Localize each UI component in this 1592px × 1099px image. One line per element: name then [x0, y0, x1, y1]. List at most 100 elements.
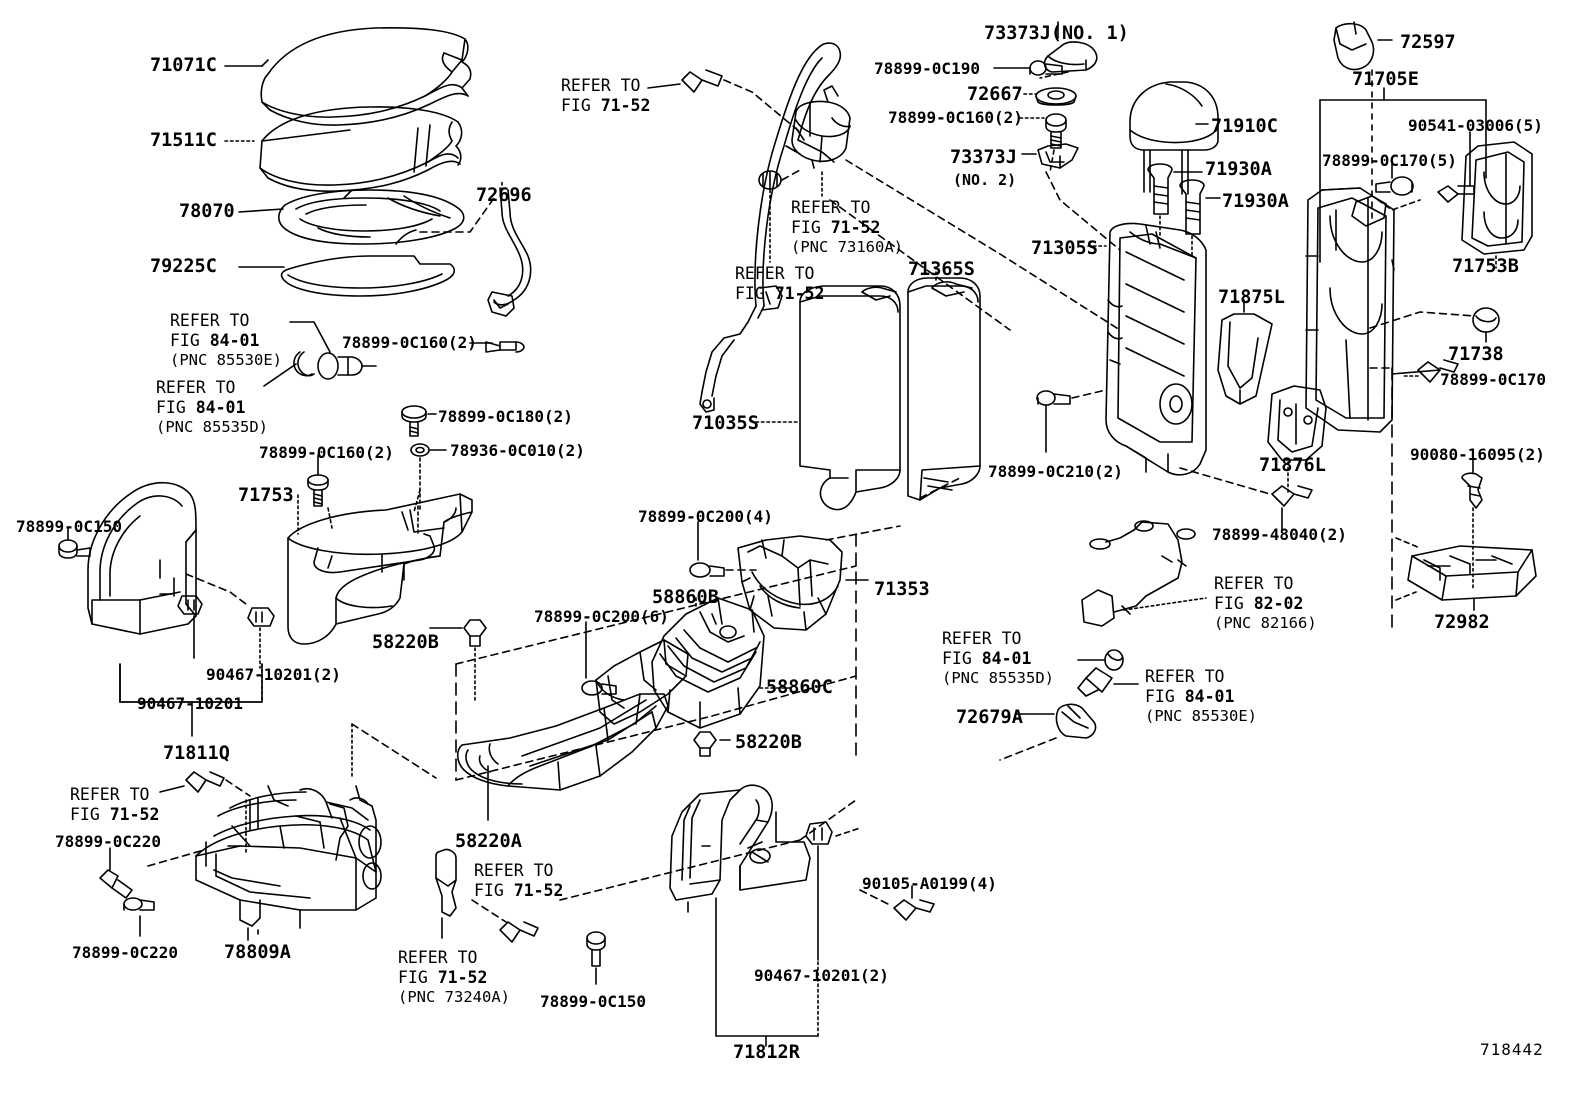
part-71365s-seatback	[907, 277, 981, 501]
part-label-78899-48040-2: 78899-48040(2)	[1212, 525, 1347, 544]
part-label-71511c: 71511C	[150, 130, 217, 151]
part-label-90467-10201-2: 90467-10201(2)	[754, 966, 889, 985]
part-label-71930a: 71930A	[1205, 159, 1272, 180]
screw-78899-0c190	[1029, 60, 1063, 76]
part-label-78899-0c160-2: 78899-0C160(2)	[342, 333, 477, 352]
screw-71930a-a	[1147, 163, 1173, 215]
refer-to-line: REFER TO	[791, 198, 871, 217]
part-71876l-bracket	[1267, 385, 1327, 461]
refer-to-line: (PNC 85530E)	[1145, 707, 1257, 726]
part-label-78899-0c180-2: 78899-0C180(2)	[438, 407, 573, 426]
part-72696-hook	[487, 187, 532, 317]
part-wire-harness	[1081, 520, 1196, 627]
nut-belt-refer-7152	[758, 170, 782, 190]
part-label-78899-0c150: 78899-0C150	[540, 992, 646, 1011]
part-71875l-cover	[1217, 313, 1273, 405]
part-label-58220a: 58220A	[455, 831, 522, 852]
part-71035s-seatback	[799, 285, 901, 511]
part-label-71753b: 71753B	[1452, 256, 1519, 277]
part-buckle-73240a	[435, 848, 457, 917]
part-73373j-no2-hook	[1037, 143, 1079, 169]
clip-58220b-b	[693, 731, 717, 757]
part-label-90467-10201: 90467-10201	[137, 694, 243, 713]
refer-to-line: (PNC 85535D)	[156, 418, 268, 437]
refer-to-line: REFER TO	[398, 948, 478, 967]
refer-to-line: FIG 84-01	[942, 649, 1032, 669]
part-85530e-grommet	[317, 352, 377, 380]
refer-to-line: FIG 71-52	[561, 96, 651, 116]
refer-to-line: REFER TO	[156, 378, 236, 397]
part-71511c-cushion-pad	[259, 106, 463, 192]
part-58220a-riser	[595, 639, 689, 725]
part-72667-washer	[1035, 87, 1077, 106]
part-label-71365s: 71365S	[908, 259, 975, 280]
refer-to-line: FIG 84-01	[170, 331, 260, 351]
part-label-71071c: 71071C	[150, 55, 217, 76]
screw-78899-0c170-5	[1375, 176, 1414, 196]
part-label-78070: 78070	[179, 201, 235, 222]
part-label-71705e: 71705E	[1352, 69, 1419, 90]
part-label-78899-0c220: 78899-0C220	[72, 943, 178, 962]
part-label-71910c: 71910C	[1211, 116, 1278, 137]
part-label-78809a: 78809A	[224, 942, 291, 963]
refer-to-line: FIG 84-01	[1145, 687, 1235, 707]
refer-to-line: (PNC 82166)	[1214, 614, 1317, 633]
part-label-78936-0c010-2: 78936-0C010(2)	[450, 441, 585, 460]
screw-7152-buckle	[499, 921, 539, 943]
part-label-72982: 72982	[1434, 612, 1490, 633]
screw-90080-16095	[1461, 472, 1483, 509]
refer-to-line: FIG 71-52	[791, 218, 881, 238]
part-78809a-adjuster	[195, 785, 382, 929]
part-label-73373j-no-1: 73373J(NO. 1)	[984, 23, 1129, 44]
part-label-71930a: 71930A	[1222, 191, 1289, 212]
screw-78899-0c220-b	[123, 897, 155, 911]
part-label-71875l: 71875L	[1218, 287, 1285, 308]
part-85530e-pin-mid	[1077, 667, 1113, 697]
part-71753b-cover	[1461, 141, 1533, 255]
clip-58220b-a	[463, 619, 487, 647]
part-label-78899-0c170: 78899-0C170	[1440, 370, 1546, 389]
refer-to-line: FIG 71-52	[70, 805, 160, 825]
screw-78899-0c160-a	[485, 341, 525, 353]
refer-to-line: (PNC 85530E)	[170, 351, 282, 370]
refer-to-line: REFER TO	[942, 629, 1022, 648]
part-label-78899-0c200-4: 78899-0C200(4)	[638, 507, 773, 526]
part-label-71035s: 71035S	[692, 413, 759, 434]
screw-90541-03006	[1437, 185, 1475, 203]
part-label-no-2: (NO. 2)	[953, 171, 1017, 189]
part-72982-cover	[1407, 545, 1537, 601]
refer-to-line: REFER TO	[70, 785, 150, 804]
screw-78899-0c180	[401, 405, 427, 437]
part-58220a-duct	[456, 693, 669, 791]
refer-to-line: (PNC 73160A)	[791, 238, 903, 257]
part-label-90080-16095-2: 90080-16095(2)	[1410, 445, 1545, 464]
refer-to-line: FIG 71-52	[735, 284, 825, 304]
part-label-72667: 72667	[967, 84, 1023, 105]
refer-to-line: FIG 82-02	[1214, 594, 1304, 614]
clip-90467-10201-c	[805, 821, 833, 845]
part-belt-retractor	[791, 85, 851, 169]
refer-to-line: FIG 71-52	[474, 881, 564, 901]
part-label-78899-0c150: 78899-0C150	[16, 517, 122, 536]
part-label-72696: 72696	[476, 185, 532, 206]
part-85535d-grommet-mid	[1104, 649, 1124, 671]
part-label-78899-0c190: 78899-0C190	[874, 59, 980, 78]
refer-to-line: (PNC 85535D)	[942, 669, 1054, 688]
part-label-71753: 71753	[238, 485, 294, 506]
part-85535d-clip	[293, 351, 315, 377]
part-78070-cushion-frame	[278, 189, 465, 245]
part-71353-bracket	[737, 535, 843, 631]
screw-refer-7152-rail	[185, 771, 225, 793]
part-label-71876l: 71876L	[1259, 455, 1326, 476]
screw-78899-0c160-c	[1045, 113, 1067, 149]
screw-78899-0c150-b	[586, 931, 606, 967]
part-label-58220b: 58220B	[735, 732, 802, 753]
screw-78899-48040	[1271, 485, 1313, 507]
